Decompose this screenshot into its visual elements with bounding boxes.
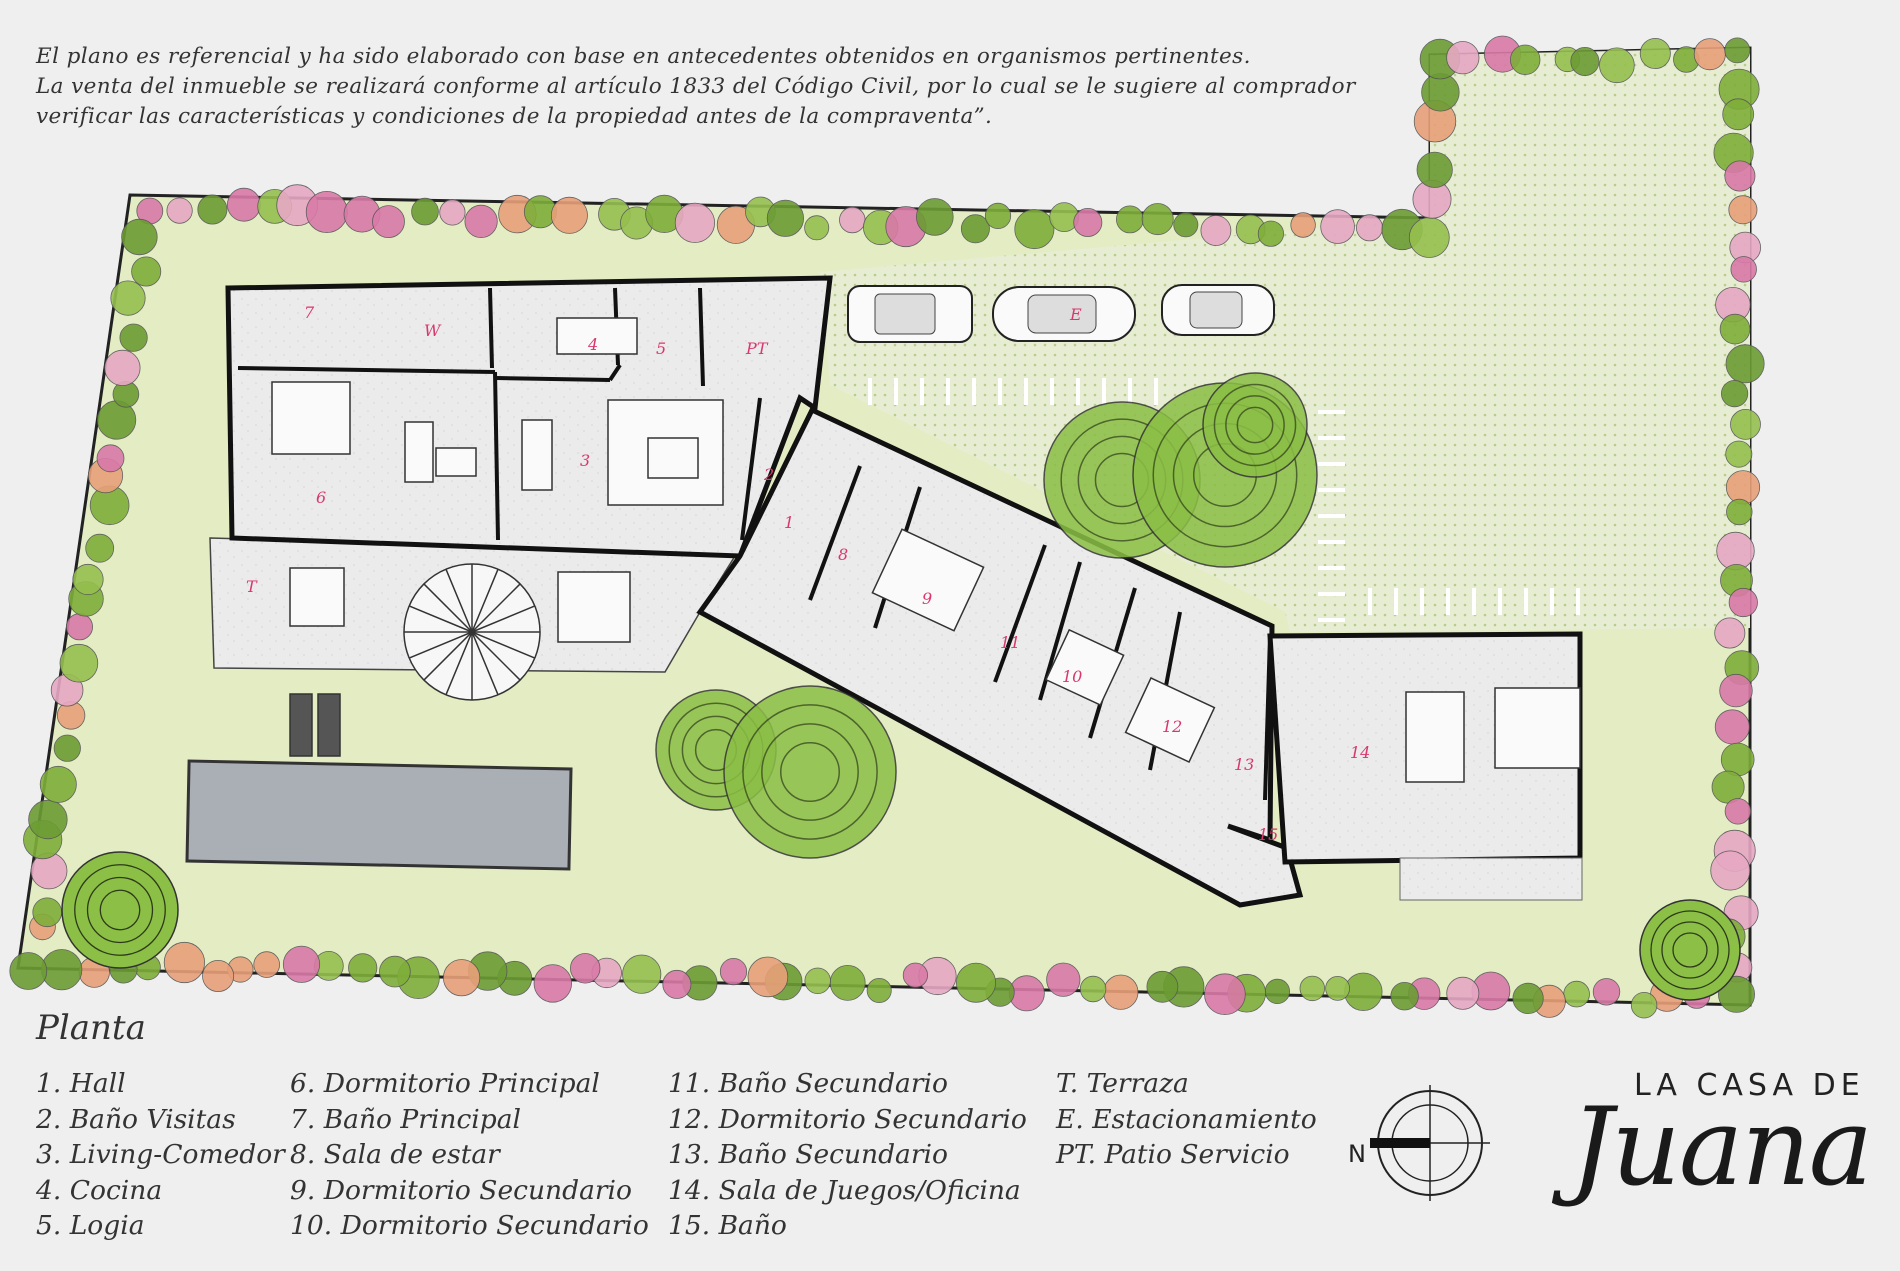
- legend-item: 9. Dormitorio Secundario: [290, 1174, 632, 1206]
- legend-column-3: 11. Baño Secundario 12. Dormitorio Secun…: [668, 1066, 1027, 1244]
- brand-logo-text: LA CASA DE: [1634, 1068, 1865, 1103]
- room-label-15: 15: [1258, 825, 1278, 844]
- sunbed-2: [317, 693, 341, 757]
- legend-item: 15. Baño: [668, 1210, 787, 1241]
- terrace-lounge: [557, 571, 631, 643]
- legend-item: 10. Dormitorio Secundario: [290, 1210, 649, 1241]
- dining-table: [521, 419, 553, 491]
- car-1: [847, 285, 973, 343]
- compass-north-label: N: [1348, 1140, 1366, 1168]
- legend-item: 11. Baño Secundario: [668, 1068, 948, 1099]
- room-label-14: 14: [1350, 743, 1370, 762]
- house-diagonal-wing: [696, 406, 1304, 908]
- legend-item: 3. Living-Comedor: [36, 1139, 285, 1170]
- disclaimer-line-2: La venta del inmueble se realizará confo…: [36, 74, 1356, 99]
- legend-title: Planta: [36, 1008, 146, 1048]
- legend-item: 8. Sala de estar: [290, 1139, 500, 1170]
- parking-stripes: [868, 378, 1580, 648]
- legend-item: 5. Logia: [36, 1210, 145, 1241]
- legend-item: 12. Dormitorio Secundario: [668, 1103, 1027, 1135]
- legend-column-1: 1. Hall 2. Baño Visitas 3. Living-Comedo…: [36, 1066, 285, 1244]
- disclaimer-line-3: verificar las características y condicio…: [36, 104, 993, 129]
- legend-column-2: 6. Dormitorio Principal 7. Baño Principa…: [290, 1066, 649, 1244]
- legend-item: 6. Dormitorio Principal: [290, 1068, 600, 1099]
- legend-item: 13. Baño Secundario: [668, 1139, 948, 1170]
- hedge: [9, 35, 1765, 1019]
- room-label-13: 13: [1234, 755, 1254, 774]
- terrace-table: [289, 567, 345, 627]
- floor-plan: 1 2 3 4 5 6 7 8 9 10 11 12 13 14 15 T E …: [9, 35, 1765, 1019]
- compass-icon: [1370, 1085, 1490, 1201]
- legend-item: 4. Cocina: [36, 1174, 163, 1206]
- car-3: [1161, 284, 1275, 336]
- legend-item: 14. Sala de Juegos/Oficina: [668, 1174, 1021, 1206]
- room-label-6: 6: [316, 488, 326, 507]
- legend-item: 1. Hall: [36, 1068, 126, 1099]
- sunbed-1: [289, 693, 313, 757]
- trees: [655, 372, 1318, 859]
- car-2: [992, 286, 1136, 342]
- office-desk: [1494, 687, 1581, 769]
- legend-item: T. Terraza: [1056, 1068, 1189, 1099]
- room-label-1: 1: [784, 513, 794, 532]
- kitchen-island: [556, 317, 638, 355]
- legend-item: PT. Patio Servicio: [1056, 1139, 1290, 1170]
- disclaimer: El plano es referencial y ha sido elabor…: [36, 42, 1356, 132]
- room-label-t: T: [246, 577, 258, 596]
- room-label-9: 9: [922, 589, 932, 608]
- room-label-11: 11: [1000, 633, 1020, 652]
- legend-item: 2. Baño Visitas: [36, 1103, 236, 1135]
- room-label-2: 2: [763, 465, 774, 484]
- bed-9: [871, 528, 985, 632]
- room-label-10: 10: [1062, 667, 1082, 686]
- brand-logo-script: Juana: [1570, 1085, 1873, 1210]
- room-label-7: 7: [304, 303, 315, 322]
- room-label-4: 4: [587, 335, 598, 354]
- room-label-w: W: [424, 321, 442, 340]
- room-label-12: 12: [1162, 717, 1182, 736]
- room-label-5: 5: [656, 339, 666, 358]
- sofa: [404, 421, 434, 483]
- room-label-pt: PT: [745, 339, 769, 358]
- legend-column-4: T. Terraza E. Estacionamiento PT. Patio …: [1056, 1066, 1317, 1173]
- master-bed: [271, 381, 351, 455]
- room-labels: 1 2 3 4 5 6 7 8 9 10 11 12 13 14 15 T E …: [246, 303, 1370, 844]
- game-table: [1405, 691, 1465, 783]
- coffee-table: [647, 437, 699, 479]
- pool: [185, 759, 573, 871]
- bed-12: [1124, 677, 1216, 763]
- legend-item: E. Estacionamiento: [1056, 1103, 1317, 1135]
- bed-10: [1044, 628, 1125, 707]
- furniture: [271, 317, 1581, 783]
- room-label-3: 3: [580, 451, 590, 470]
- room-label-e: E: [1069, 305, 1082, 324]
- legend-item: 7. Baño Principal: [290, 1103, 522, 1135]
- games-room-path: [1399, 857, 1583, 901]
- umbrella: [403, 563, 541, 701]
- disclaimer-line-1: El plano es referencial y ha sido elabor…: [36, 44, 1251, 69]
- room-label-8: 8: [838, 545, 848, 564]
- desk: [435, 447, 477, 477]
